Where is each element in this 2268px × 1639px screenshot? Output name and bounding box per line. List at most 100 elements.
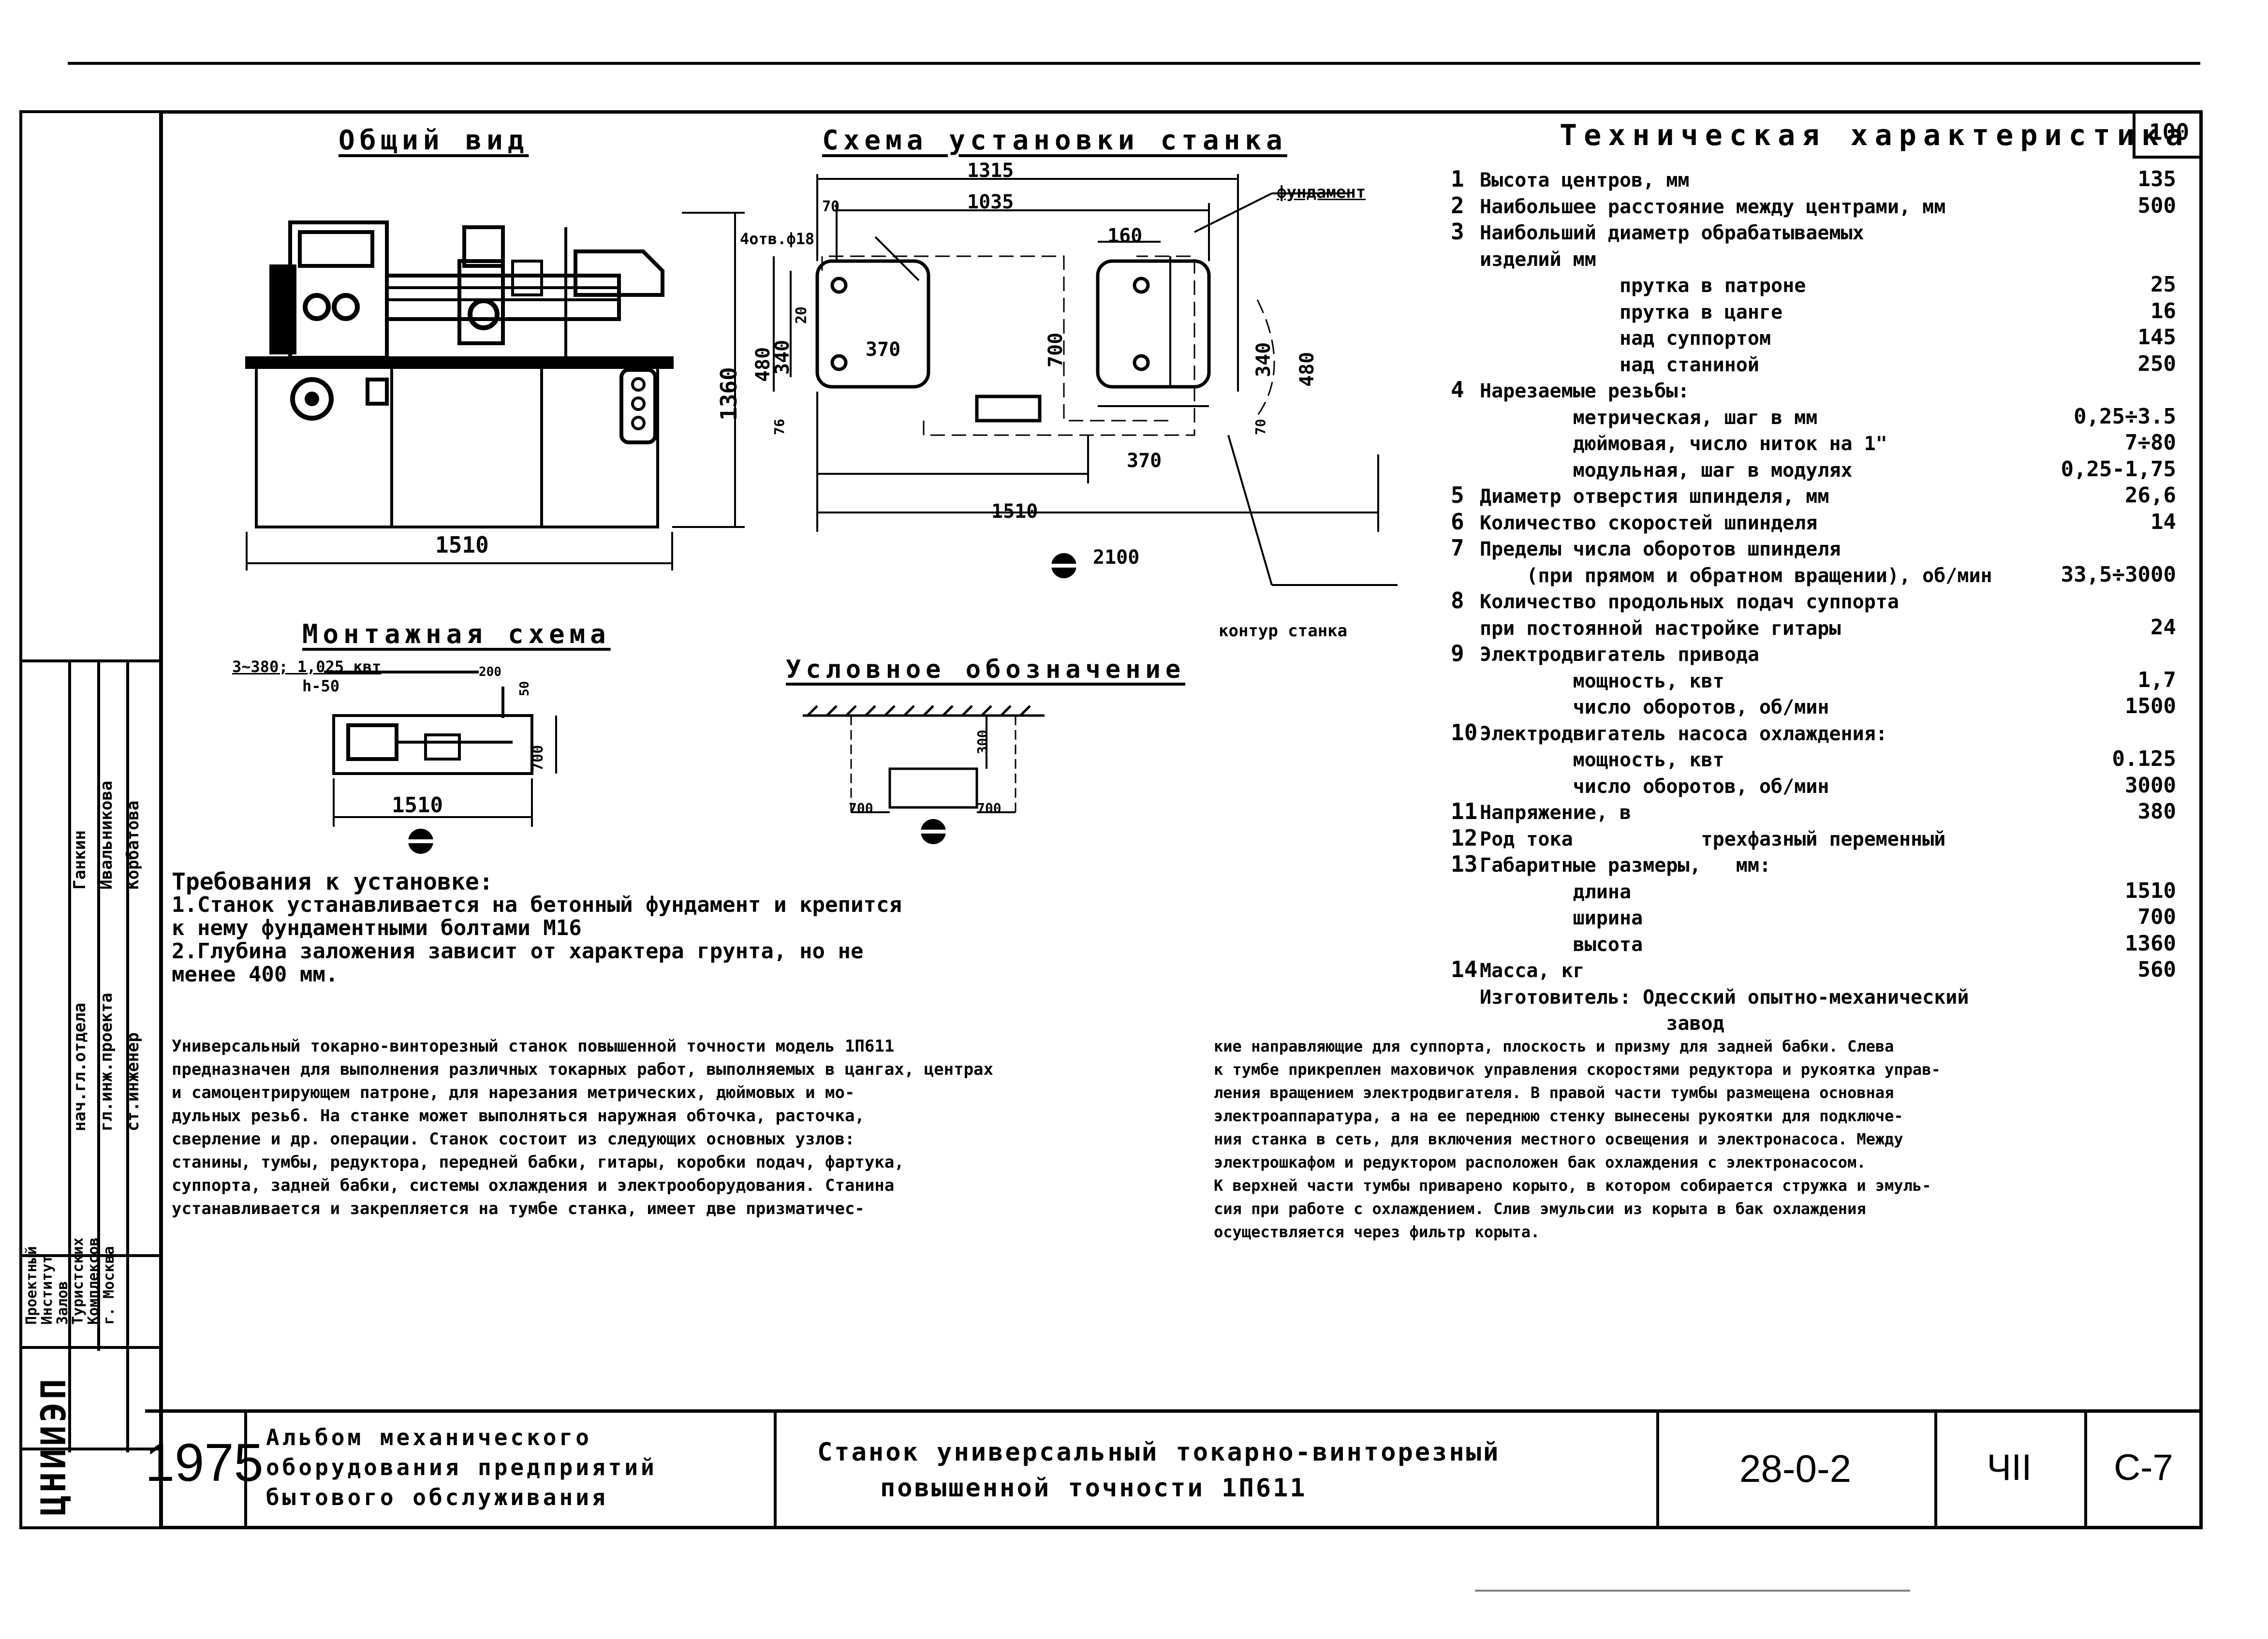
spec-value: 380 xyxy=(2137,799,2176,824)
spec-value: 7÷80 xyxy=(2125,430,2176,455)
install-scheme-drawing xyxy=(773,174,1398,586)
lg-d700-left: 700 xyxy=(849,800,873,816)
tb-part: ЧII xyxy=(1987,1447,2032,1488)
spec-row: метрическая, шаг в мм xyxy=(1451,404,1818,430)
lg-d300: 300 xyxy=(974,730,990,754)
spec-label: дюймовая, число ниток на 1" xyxy=(1480,433,1887,455)
spec-value: 500 xyxy=(2137,193,2176,218)
spec-label: (при прямом и обратном вращении), об/мин xyxy=(1480,564,1992,587)
spec-value: 0.125 xyxy=(2112,746,2176,771)
tb-code: 28-0-2 xyxy=(1739,1447,1852,1490)
spec-value: 1510 xyxy=(2125,878,2176,903)
ms-width: 1510 xyxy=(392,793,443,818)
description-left: Универсальный токарно-винторезный станок… xyxy=(172,1035,993,1220)
sidebar-org-6: г. Москва xyxy=(101,1246,118,1325)
spec-row: прутка в цанге xyxy=(1451,299,1782,324)
spec-label: Масса, кг xyxy=(1480,960,1585,982)
spec-label: число оборотов, об/мин xyxy=(1480,775,1829,798)
spec-row: ширина xyxy=(1451,905,1643,930)
spec-label: Напряжение, в xyxy=(1480,802,1632,824)
spec-label: Электродвигатель привода xyxy=(1480,644,1759,666)
spec-value: 1360 xyxy=(2125,931,2176,956)
is-dim-w1510: 1510 xyxy=(991,500,1038,523)
spec-number: 6 xyxy=(1451,508,1464,535)
spec-value: 33,5÷3000 xyxy=(2061,562,2176,587)
title-mount-scheme: Монтажная схема xyxy=(302,619,611,649)
spec-row: мощность, квт xyxy=(1451,668,1724,693)
tb-album-2: бытового обслуживания xyxy=(266,1484,608,1510)
sidebar-name-3: Корбатова xyxy=(123,800,143,890)
is-dim-inner: 1035 xyxy=(967,191,1014,213)
spec-row: мощность, квт xyxy=(1451,746,1724,772)
spec-number: 4 xyxy=(1451,377,1464,403)
spec-row: Изготовитель: Одесский опытно-механическ… xyxy=(1451,984,1969,1010)
spec-value: 0,25÷3.5 xyxy=(2074,404,2176,429)
spec-row: прутка в патроне xyxy=(1451,272,1806,298)
is-dim-h70-right: 70 xyxy=(1252,419,1268,435)
sidebar-name-1: Ганкин xyxy=(70,830,89,890)
spec-label: над суппортом xyxy=(1480,327,1771,350)
spec-label: Количество скоростей шпинделя xyxy=(1480,512,1818,534)
spec-value: 0,25-1,75 xyxy=(2061,456,2176,482)
spec-label: прутка в патроне xyxy=(1480,275,1806,297)
spec-label: Пределы числа оборотов шпинделя xyxy=(1480,538,1841,560)
sidebar-role-1: нач.гл.отдела xyxy=(70,1002,89,1131)
desc-left-5: станины, тумбы, редуктора, передней бабк… xyxy=(172,1153,904,1172)
sidebar xyxy=(19,110,162,1529)
desc-left-0: Универсальный токарно-винторезный станок… xyxy=(172,1037,895,1056)
is-dim-h20: 20 xyxy=(793,306,810,324)
desc-right-7: сия при работе с охлаждением. Слив эмуль… xyxy=(1214,1200,1866,1218)
spec-label: мощность, квт xyxy=(1480,749,1724,771)
is-dim-overall: 1315 xyxy=(967,160,1014,182)
tb-machine-0: Станок универсальный токарно-винторезный xyxy=(817,1438,1501,1467)
spec-label: над станиной xyxy=(1480,353,1759,376)
is-dim-h340-right: 340 xyxy=(1252,342,1275,377)
spec-row: (при прямом и обратном вращении), об/мин xyxy=(1451,562,1992,588)
ms-d200: 200 xyxy=(479,665,501,679)
req-line-0: Требования к установке: xyxy=(172,868,493,895)
spec-value: 16 xyxy=(2150,298,2176,323)
spec-label: Род тока трехфазный переменный xyxy=(1480,828,1946,850)
spec-number: 9 xyxy=(1451,640,1464,666)
desc-right-1: к тумбе прикреплен маховичок управления … xyxy=(1214,1060,1941,1079)
is-dim-h700: 700 xyxy=(1045,332,1067,367)
tb-sheet: С-7 xyxy=(2114,1447,2173,1488)
desc-right-8: осуществляется через фильтр корыта. xyxy=(1214,1223,1540,1241)
spec-row: над суппортом xyxy=(1451,325,1771,351)
spec-label: Нарезаемые резьбы: xyxy=(1480,380,1690,402)
desc-left-4: сверление и др. операции. Станок состоит… xyxy=(172,1129,855,1149)
desc-left-6: суппорта, задней бабки, системы охлажден… xyxy=(172,1176,895,1195)
spec-value: 14 xyxy=(2150,509,2176,534)
spec-label: Количество продольных подач суппорта xyxy=(1480,591,1899,613)
sidebar-org-5: Комплексов xyxy=(85,1237,102,1325)
spec-row: завод xyxy=(1451,1010,1724,1036)
bottom-rule xyxy=(1475,1590,1910,1592)
ms-power: 3~380; 1,025 квт xyxy=(232,658,382,676)
sidebar-org-4: Туристских xyxy=(70,1237,87,1325)
sidebar-name-2: Ивальникова xyxy=(97,780,116,890)
spec-value: 25 xyxy=(2150,272,2176,297)
desc-right-2: ления вращением электродвигателя. В прав… xyxy=(1214,1083,1894,1102)
spec-row: 9 Электродвигатель привода xyxy=(1451,641,1759,667)
spec-value: 26,6 xyxy=(2125,483,2176,508)
top-rule xyxy=(68,62,2200,65)
spec-row: число оборотов, об/мин xyxy=(1451,773,1829,799)
spec-value: 250 xyxy=(2137,351,2176,376)
spec-number: 13 xyxy=(1451,851,1478,877)
legend-drawing xyxy=(803,705,1045,844)
spec-label: высота xyxy=(1480,933,1643,956)
spec-label: Изготовитель: Одесский опытно-механическ… xyxy=(1480,986,1969,1009)
is-dim-w2100: 2100 xyxy=(1093,546,1140,569)
spec-label: прутка в цанге xyxy=(1480,301,1783,323)
gv-dim-width: 1510 xyxy=(435,532,489,558)
title-legend: Условное обозначение xyxy=(786,655,1186,684)
title-general-view: Общий вид xyxy=(339,125,529,156)
spec-label: число оборотов, об/мин xyxy=(1480,696,1829,718)
desc-right-6: К верхней части тумбы приварено корыто, … xyxy=(1214,1176,1931,1195)
is-dim-h76: 76 xyxy=(771,419,787,435)
spec-label: метрическая, шаг в мм xyxy=(1480,406,1818,429)
